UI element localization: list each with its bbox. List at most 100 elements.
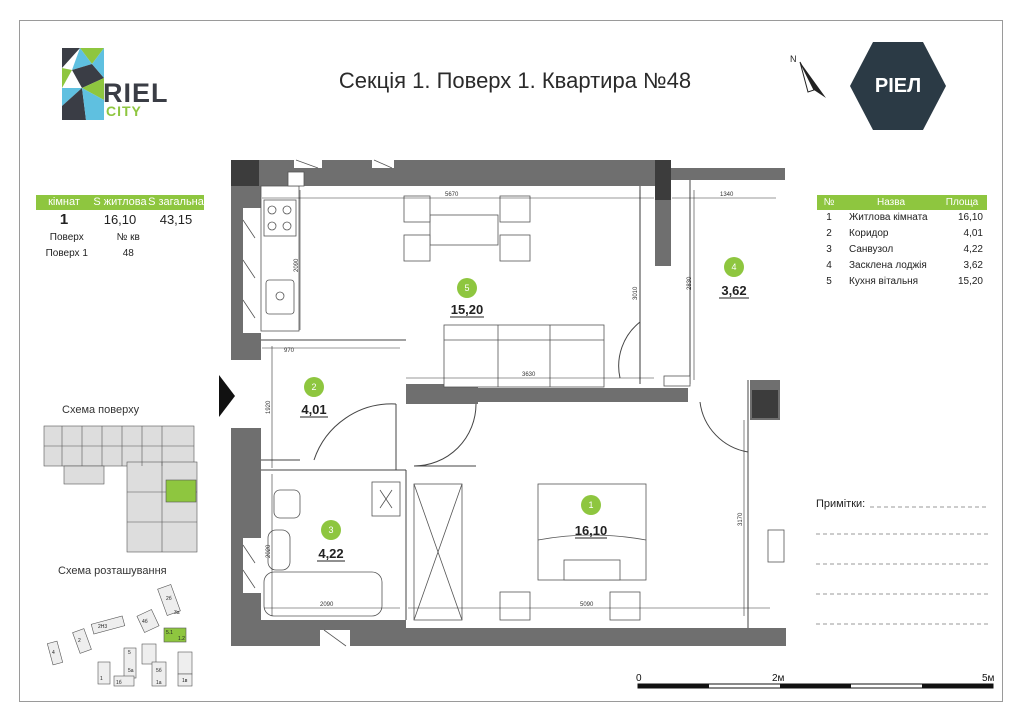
legend-row-name: Санвузол — [849, 244, 894, 255]
legend-row: 5 Кухня вітальня 15,20 — [817, 274, 987, 290]
site-building-label: 4б — [142, 619, 148, 625]
rooms-legend-table: № Назва Площа 1 Житлова кімната 16,10 2 Кор… — [817, 195, 987, 290]
north-arrow-icon: N — [790, 54, 826, 98]
summary-apt-value: 48 — [122, 248, 134, 259]
summary-sub-header-row: Поверх № кв — [36, 230, 204, 246]
dimension-label: 970 — [284, 348, 295, 354]
legend-header-area: Площа — [945, 197, 979, 208]
room-badge-number: 5 — [464, 283, 469, 293]
legend-row-num: 4 — [826, 260, 832, 271]
room-area-label: 4,01 — [301, 402, 326, 417]
room-area-label: 3,62 — [721, 283, 746, 298]
dimension-label: 3630 — [522, 372, 536, 378]
dimension-label: 2090 — [320, 602, 334, 608]
dimension-label: 1340 — [720, 192, 734, 198]
dimension-label: 3170 — [738, 512, 744, 526]
site-building-label: 4 — [52, 650, 55, 656]
site-building-label: 5.1 — [166, 630, 173, 636]
entrance-arrow-icon — [219, 375, 235, 417]
north-label: N — [790, 54, 797, 64]
site-building-label: 2 — [78, 638, 81, 644]
brand-badge-text: РІЕЛ — [875, 75, 921, 97]
legend-header-num: № — [823, 197, 835, 208]
room-badge-number: 3 — [328, 525, 333, 535]
legend-row-name: Коридор — [849, 228, 889, 239]
summary-rooms-value: 1 — [59, 211, 69, 228]
dimension-label: 2830 — [687, 276, 693, 290]
legend-row: 3 Санвузол 4,22 — [817, 242, 987, 258]
site-scheme-label: Схема розташування — [58, 565, 167, 577]
summary-values-row: 1 16,10 43,15 — [36, 210, 204, 230]
riel-city-logo-icon — [62, 48, 104, 120]
site-building-label: 2б — [166, 596, 172, 602]
summary-header-rooms: кімнат — [48, 196, 80, 208]
site-building-label: 1а — [156, 680, 162, 686]
room-badge-number: 1 — [588, 500, 593, 510]
site-building-label: 5 — [128, 650, 131, 656]
highlighted-apartment — [165, 479, 197, 503]
highlighted-building — [163, 627, 187, 643]
room-badge: 4 3,62 — [719, 257, 749, 299]
apartment-summary-table: кімнат S житлова S загальна 1 16,10 43,1… — [36, 195, 204, 262]
page-title: Секція 1. Поверх 1. Квартира №48 — [338, 68, 692, 93]
site-building-label: 1в — [182, 678, 188, 684]
legend-row-num: 3 — [826, 244, 832, 255]
site-building-label: 3а — [174, 610, 180, 616]
legend-row: 2 Коридор 4,01 — [817, 226, 987, 242]
legend-row-area: 4,01 — [963, 228, 983, 239]
summary-apt-header: № кв — [116, 232, 140, 243]
floor-scheme-map — [43, 425, 198, 553]
legend-row-name: Житлова кімната — [849, 212, 928, 223]
room-badge-number: 4 — [731, 262, 736, 272]
summary-floor-header: Поверх — [49, 232, 84, 243]
dimension-label: 2020 — [266, 544, 272, 558]
scale-label: 0 — [636, 673, 642, 684]
legend-row-num: 5 — [826, 276, 832, 287]
legend-row-area: 3,62 — [963, 260, 983, 271]
room-area-label: 15,20 — [451, 302, 484, 317]
legend-row: 1 Житлова кімната 16,10 — [817, 210, 987, 226]
riel-brand-badge: РІЕЛ — [850, 42, 946, 130]
site-building-label: 1б — [116, 680, 122, 686]
legend-header-name: Назва — [876, 197, 906, 208]
legend-row-area: 4,22 — [963, 244, 983, 255]
site-building-label: 1 — [100, 676, 103, 682]
legend-row-name: Кухня вітальня — [849, 276, 919, 287]
summary-header-living: S житлова — [93, 196, 147, 208]
dimension-label: 3010 — [633, 286, 639, 300]
summary-floor-value: Поверх 1 — [45, 248, 88, 259]
floor-scheme-label: Схема поверху — [62, 404, 140, 416]
summary-total-value: 43,15 — [159, 212, 193, 227]
room-badge: 1 16,10 — [575, 495, 608, 539]
logo-text-city: CITY — [106, 103, 142, 119]
legend-row-name: Засклена лоджія — [849, 260, 927, 271]
notes-label: Примітки: — [816, 498, 866, 510]
dimension-label: 5090 — [580, 602, 594, 608]
room-badge: 3 4,22 — [317, 520, 345, 562]
site-scheme-map: 4 2 2Н3 4б 2б 3а 5.1 1.2 5 5а 5б 1 1б 1а… — [46, 584, 193, 687]
legend-row: 4 Засклена лоджія 3,62 — [817, 258, 987, 274]
dimension-label: 1920 — [266, 400, 272, 414]
summary-sub-values-row: Поверх 1 48 — [36, 246, 204, 262]
notes-lines — [816, 506, 988, 625]
site-building-label: 1.2 — [178, 636, 185, 642]
room-badge: 2 4,01 — [300, 377, 328, 418]
room-area-label: 16,10 — [575, 523, 608, 538]
summary-header-total: S загальна — [148, 196, 204, 208]
legend-header-row: № Назва Площа — [817, 195, 987, 210]
dimension-label: 5670 — [445, 192, 459, 198]
legend-row-area: 16,10 — [957, 212, 983, 223]
room-badge: 5 15,20 — [450, 278, 484, 318]
legend-row-num: 1 — [826, 212, 832, 223]
summary-header-row: кімнат S житлова S загальна — [36, 195, 204, 210]
dimension-label: 2090 — [294, 258, 300, 272]
page-frame — [19, 20, 1003, 702]
logo-text-riel: RIEL — [103, 78, 169, 108]
room-badge-number: 2 — [311, 382, 316, 392]
legend-row-num: 2 — [826, 228, 832, 239]
legend-row-area: 15,20 — [957, 276, 983, 287]
site-building-label: 5а — [128, 668, 134, 674]
scale-label: 5м — [982, 673, 995, 684]
